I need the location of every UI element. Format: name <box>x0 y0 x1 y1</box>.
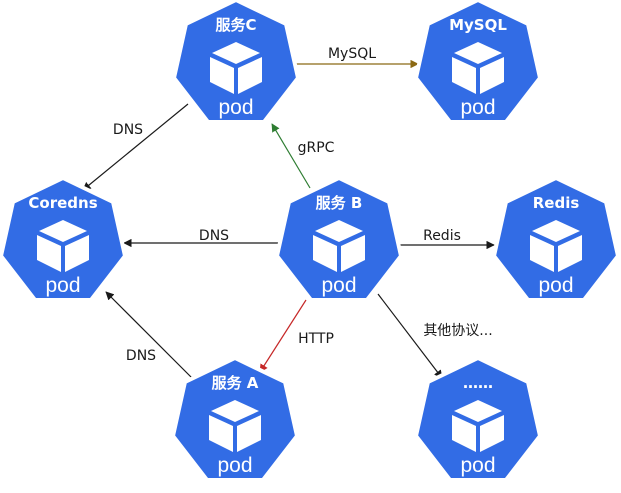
edge-label-other-protocols: 其他协议... <box>423 323 492 339</box>
node-sub: pod <box>538 274 573 297</box>
edge-label-http: HTTP <box>298 331 334 347</box>
pod-node-redis: Redis pod <box>492 176 620 302</box>
node-title: 服务 A <box>212 374 259 392</box>
edge-b-to-a: HTTP <box>259 299 334 373</box>
node-sub: pod <box>217 454 252 477</box>
node-title: Coredns <box>28 194 97 212</box>
node-sub: pod <box>460 454 495 477</box>
edge-b-to-other: 其他协议... <box>377 293 493 379</box>
node-title: 服务 B <box>316 194 363 212</box>
node-sub: pod <box>218 96 253 119</box>
pod-node-service-a: 服务 A pod <box>171 356 299 482</box>
edge-b-to-redis: Redis <box>398 228 495 250</box>
pod-node-service-c: 服务C pod <box>172 0 300 124</box>
pod-node-other: …… pod <box>414 356 542 482</box>
node-title: Redis <box>533 194 580 212</box>
edge-c-to-coredns: DNS <box>82 103 189 191</box>
edge-b-to-c: gRPC <box>271 123 335 189</box>
node-sub: pod <box>321 274 356 297</box>
edge-label-mysql: MySQL <box>328 46 376 62</box>
node-sub: pod <box>45 274 80 297</box>
pod-node-mysql: MySQL pod <box>414 0 542 124</box>
node-sub: pod <box>460 96 495 119</box>
pod-node-service-b: 服务 B pod <box>275 176 403 302</box>
edge-c-to-mysql: MySQL <box>296 46 419 69</box>
node-title: …… <box>463 374 493 392</box>
node-title: MySQL <box>449 16 507 34</box>
pod-node-coredns: Coredns pod <box>0 176 127 302</box>
edge-b-to-coredns: DNS <box>123 228 280 248</box>
edge-a-to-coredns: DNS <box>105 291 193 379</box>
edge-label-dns-c: DNS <box>113 122 143 138</box>
edge-label-grpc: gRPC <box>298 140 335 156</box>
node-title: 服务C <box>215 16 256 34</box>
edge-label-dns-b: DNS <box>199 228 229 244</box>
edge-label-redis: Redis <box>423 228 461 244</box>
edge-label-dns-a: DNS <box>126 348 156 364</box>
